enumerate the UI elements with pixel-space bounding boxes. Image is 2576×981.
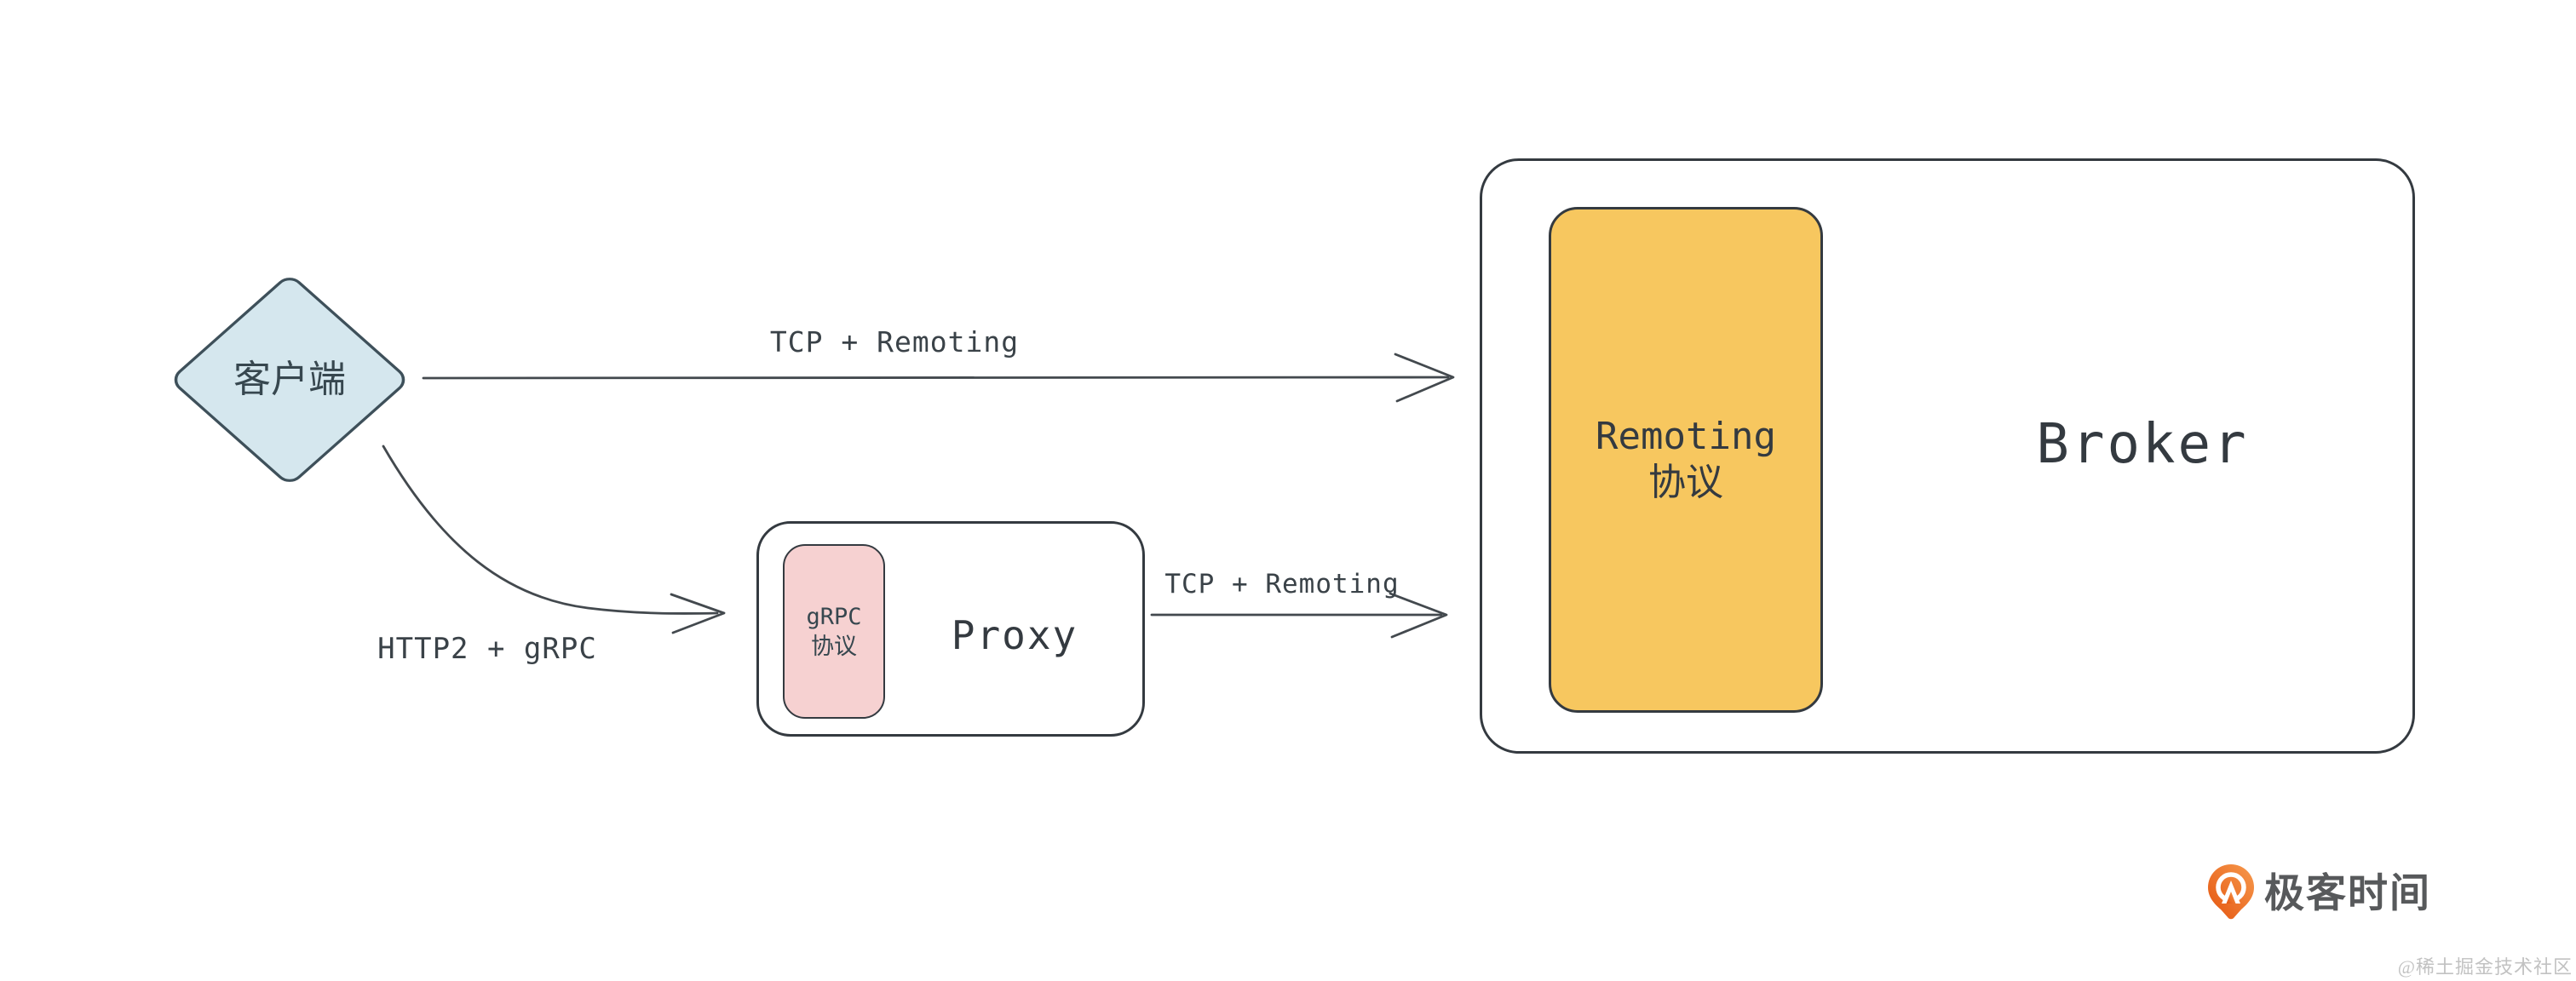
client-node-label: 客户端 — [233, 358, 346, 401]
juejin-watermark: @稀土掘金技术社区 — [2397, 956, 2573, 978]
geektime-logo: 极客时间 — [2206, 863, 2431, 923]
proxy-node-title: Proxy — [951, 612, 1078, 658]
geektime-logo-text: 极客时间 — [2264, 870, 2431, 915]
proxy-to-broker-arrow-label: TCP + Remoting — [1164, 569, 1400, 600]
arrow-client-to-proxy — [382, 445, 726, 634]
arrow-proxy-to-broker — [1150, 592, 1448, 639]
broker-node: Remoting 协议 Broker — [1480, 158, 2415, 754]
arrow-client-to-broker — [422, 353, 1455, 403]
remoting-protocol-line1: Remoting — [1596, 415, 1776, 458]
client-to-proxy-arrow-label: HTTP2 + gRPC — [377, 632, 597, 666]
grpc-protocol-line1: gRPC — [806, 603, 862, 630]
remoting-protocol-box: Remoting 协议 — [1549, 207, 1823, 713]
remoting-protocol-line2: 协议 — [1648, 461, 1723, 504]
client-to-broker-arrow-label: TCP + Remoting — [769, 325, 1020, 359]
client-diamond-shape — [174, 278, 405, 482]
grpc-protocol-line2: 协议 — [811, 633, 857, 660]
proxy-node: gRPC 协议 Proxy — [756, 521, 1145, 737]
grpc-protocol-box: gRPC 协议 — [783, 544, 885, 719]
broker-node-title: Broker — [2036, 413, 2249, 476]
geektime-pin-icon — [2206, 863, 2256, 923]
